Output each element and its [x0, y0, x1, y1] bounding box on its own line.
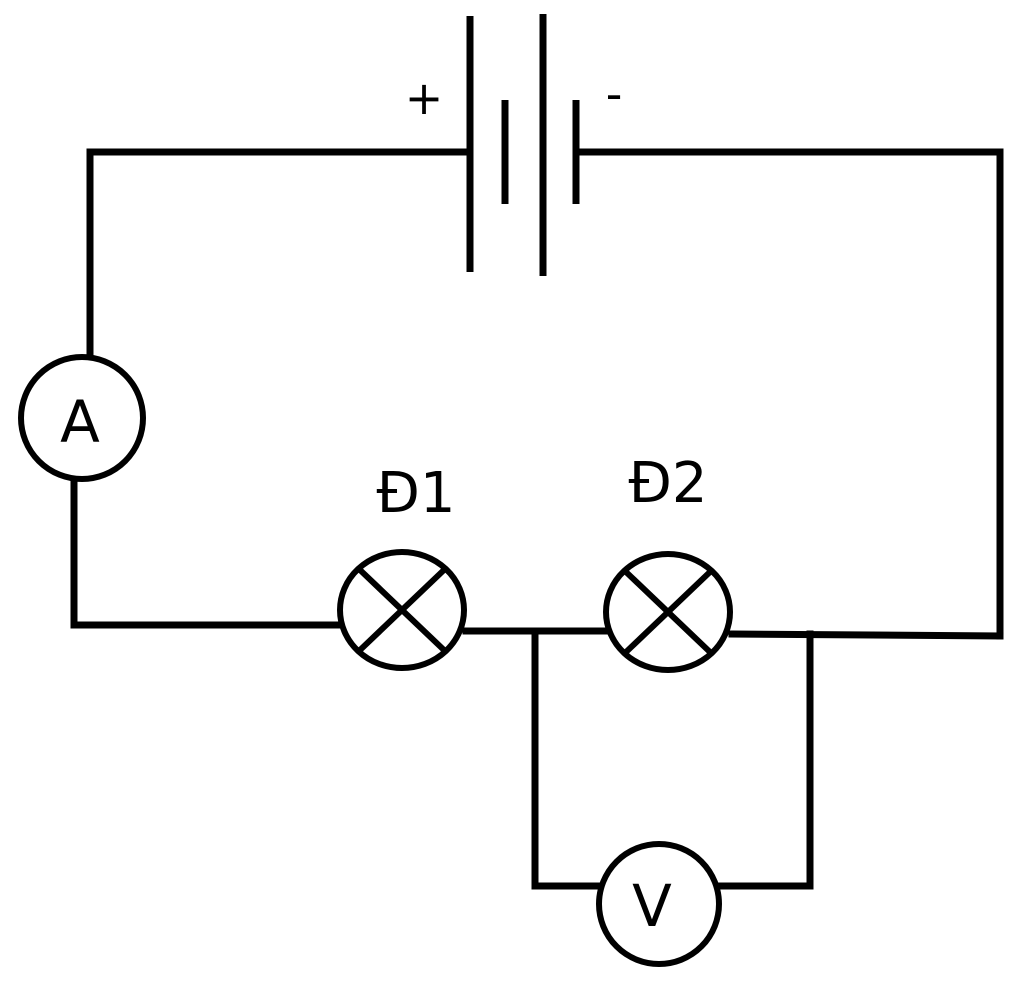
wire-top-left	[86, 148, 474, 360]
lamp-d1-cross-b	[356, 566, 448, 654]
wire-voltmeter-left	[531, 627, 602, 890]
lamp-d2: Đ2	[603, 451, 733, 673]
ammeter: A	[18, 354, 146, 482]
battery-symbol: + -	[405, 14, 623, 276]
voltmeter-circle	[596, 841, 722, 967]
lamp-d1: Đ1	[337, 461, 467, 671]
ammeter-label: A	[60, 388, 100, 456]
wire-top-right	[572, 148, 1004, 640]
ammeter-circle	[18, 354, 146, 482]
battery-positive-label: +	[405, 71, 444, 125]
voltmeter: V	[596, 841, 722, 967]
lamp-d1-label: Đ1	[376, 461, 455, 526]
lamp-d2-cross-b	[622, 568, 714, 656]
battery-negative-label: -	[606, 67, 623, 121]
lamp-d2-label: Đ2	[628, 451, 707, 516]
wire-voltmeter-right	[716, 630, 814, 890]
wire-left-bottom	[70, 476, 342, 629]
wire-bottom-right	[728, 630, 1004, 640]
circuit-wires	[70, 148, 1004, 890]
voltmeter-label: V	[632, 872, 672, 940]
